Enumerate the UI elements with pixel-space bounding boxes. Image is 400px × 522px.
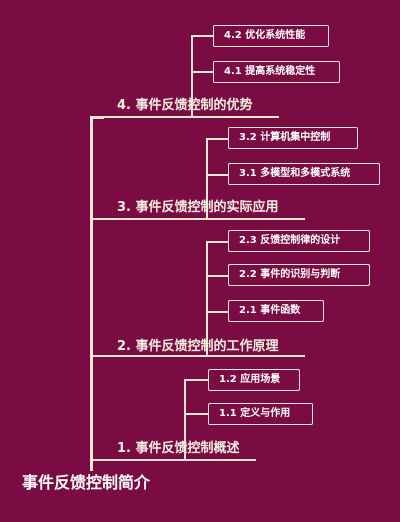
branch-line-1 bbox=[184, 380, 186, 460]
branch-tick-2-2 bbox=[206, 275, 228, 277]
topic-4-2[interactable]: 4.2 优化系统性能 bbox=[213, 25, 329, 47]
branch-tick-2-3 bbox=[206, 241, 228, 243]
topic-3-1[interactable]: 3.1 多模型和多模式系统 bbox=[228, 163, 380, 185]
branch-tick-3-2 bbox=[206, 138, 228, 140]
branch-tick-4-1 bbox=[191, 71, 213, 73]
section-4-label[interactable]: 4. 事件反馈控制的优势 bbox=[117, 98, 253, 113]
underline-section-4 bbox=[93, 116, 279, 118]
branch-tick-1-1 bbox=[184, 413, 208, 415]
topic-2-2[interactable]: 2.2 事件的识别与判断 bbox=[228, 264, 370, 286]
topic-1-1[interactable]: 1.1 定义与作用 bbox=[208, 403, 313, 425]
branch-line-2 bbox=[206, 242, 208, 356]
section-1-label[interactable]: 1. 事件反馈控制概述 bbox=[117, 441, 240, 456]
branch-tick-3-1 bbox=[206, 174, 228, 176]
branch-tick-2-1 bbox=[206, 311, 228, 313]
branch-tick-1-2 bbox=[184, 379, 208, 381]
section-2-label[interactable]: 2. 事件反馈控制的工作原理 bbox=[117, 339, 279, 354]
branch-line-3 bbox=[206, 139, 208, 219]
trunk-line bbox=[90, 118, 93, 471]
topic-1-2[interactable]: 1.2 应用场景 bbox=[208, 369, 300, 391]
topic-3-2[interactable]: 3.2 计算机集中控制 bbox=[228, 127, 358, 149]
branch-line-4 bbox=[191, 36, 193, 117]
branch-tick-4-2 bbox=[191, 35, 213, 37]
underline-section-3 bbox=[93, 218, 305, 220]
underline-section-2 bbox=[93, 355, 305, 357]
topic-4-1[interactable]: 4.1 提高系统稳定性 bbox=[213, 61, 340, 83]
topic-2-3[interactable]: 2.3 反馈控制律的设计 bbox=[228, 230, 370, 252]
section-3-label[interactable]: 3. 事件反馈控制的实际应用 bbox=[117, 200, 279, 215]
root-title[interactable]: 事件反馈控制简介 bbox=[22, 473, 151, 492]
underline-section-1 bbox=[93, 459, 256, 461]
topic-2-1[interactable]: 2.1 事件函数 bbox=[228, 300, 324, 322]
